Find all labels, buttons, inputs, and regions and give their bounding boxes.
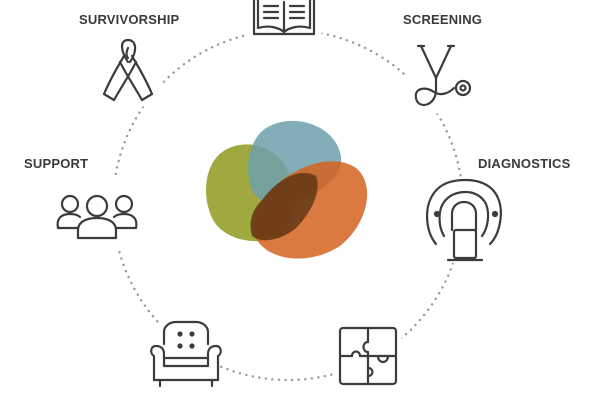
ribbon-icon: [102, 38, 154, 102]
stethoscope-icon: [414, 44, 472, 107]
mri-scanner-icon: [426, 178, 502, 262]
center-logo: [206, 120, 368, 259]
support-label: SUPPORT: [24, 156, 89, 171]
armchair-icon: [150, 320, 222, 388]
icon-backgrounds: [54, 0, 504, 394]
logo-overlap: [250, 173, 318, 241]
screening-label: SCREENING: [403, 12, 483, 27]
diagnostics-label: DIAGNOSTICS: [478, 156, 571, 171]
people-group-icon: [56, 194, 138, 240]
puzzle-icon: [338, 326, 398, 386]
survivorship-label: SURVIVORSHIP: [79, 12, 180, 27]
open-book-icon: [252, 0, 316, 36]
